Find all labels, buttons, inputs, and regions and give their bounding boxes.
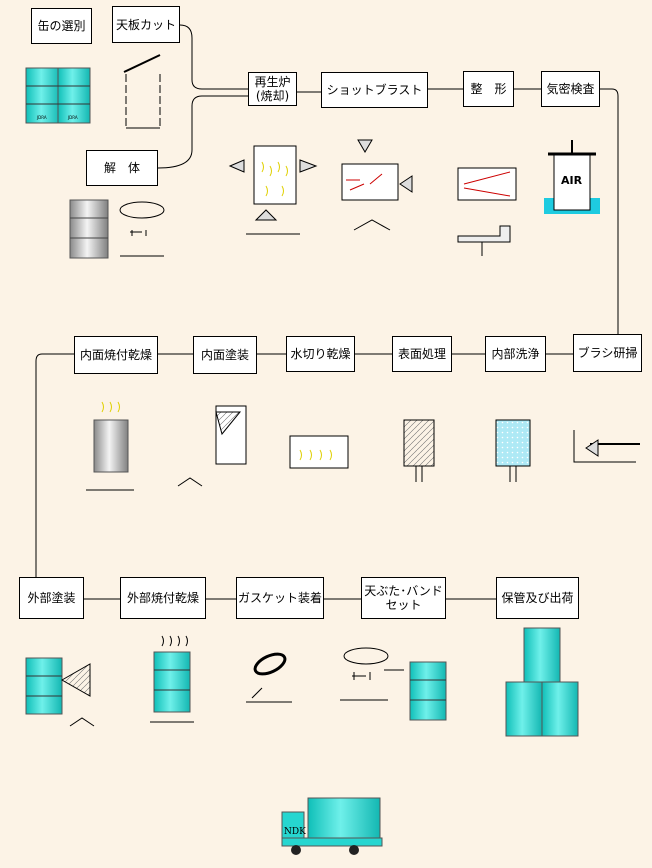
furnace-icon [228, 145, 318, 235]
brush-icon [573, 430, 640, 463]
air-test-icon: AIR [544, 140, 600, 214]
step-outer-bake: 外部焼付乾燥 [120, 577, 206, 619]
step-brush-clean: ブラシ研掃 [573, 334, 642, 372]
inner-wash-icon [495, 419, 531, 482]
step-can-sorting: 缶の選別 [31, 8, 92, 44]
water-dry-icon [289, 435, 349, 469]
ring-band-icon [119, 201, 165, 257]
surface-treatment-icon [403, 419, 435, 482]
step-lid-band-set: 天ぶた･バンドセット [361, 577, 446, 619]
drum-pair-icon: JDRA JDRA [25, 67, 91, 124]
step-inner-paint: 内面塗装 [193, 336, 257, 374]
outer-bake-icon [150, 635, 194, 723]
lid-band-icon [340, 647, 447, 721]
shot-blast-icon [341, 139, 413, 231]
step-dismantle: 解 体 [86, 150, 158, 186]
step-surface-treatment: 表面処理 [392, 336, 452, 372]
step-gasket: ガスケット装着 [236, 577, 324, 619]
delivery-truck-icon: NDK [281, 797, 383, 855]
cut-drum-icon [123, 54, 161, 129]
svg-text:AIR: AIR [561, 174, 583, 187]
svg-text:JDRA: JDRA [67, 115, 78, 120]
step-water-dry: 水切り乾燥 [286, 336, 355, 372]
step-outer-paint: 外部塗装 [19, 577, 84, 619]
outer-paint-icon [25, 657, 95, 727]
inner-paint-icon [177, 405, 247, 487]
shaping-icon [457, 167, 517, 256]
step-inner-bake: 内面焼付乾燥 [74, 336, 158, 374]
storage-stack-icon [505, 627, 579, 737]
inner-bake-icon [86, 401, 134, 491]
step-shaping: 整 形 [463, 71, 514, 107]
step-top-cut: 天板カット [112, 6, 180, 43]
step-inner-wash: 内部洗浄 [485, 336, 546, 372]
step-shot-blast: ショットブラスト [321, 72, 428, 108]
grey-drum-icon [69, 199, 109, 259]
svg-text:NDK: NDK [284, 827, 306, 837]
step-storage-shipping: 保管及び出荷 [496, 577, 579, 619]
step-furnace: 再生炉(焼却) [248, 72, 297, 106]
step-air-test: 気密検査 [541, 71, 600, 107]
svg-text:JDRA: JDRA [36, 115, 47, 120]
gasket-icon [246, 652, 292, 703]
